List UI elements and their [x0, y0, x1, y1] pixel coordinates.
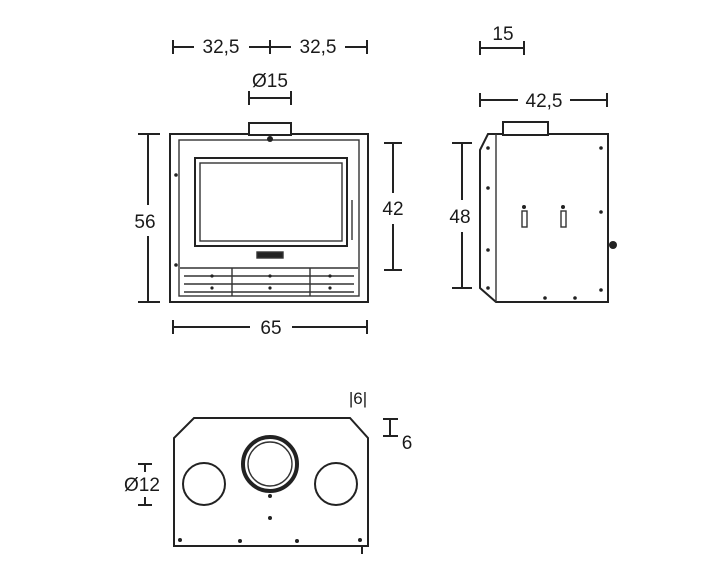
dim-front-inner-height [384, 142, 402, 271]
front-flue-collar [248, 122, 292, 136]
front-glass-window [194, 157, 348, 247]
dim-flue-offset-label: 15 [492, 24, 513, 45]
dim-front-total-width [172, 320, 368, 334]
top-screws [178, 494, 362, 543]
side-control-knob [609, 241, 617, 249]
dim-side-height [452, 142, 472, 289]
side-body-outline [479, 133, 609, 303]
dim-front-flue [248, 91, 292, 105]
side-flue-collar [502, 121, 549, 136]
top-flue-outer [241, 435, 299, 493]
dim-side-depth [479, 93, 608, 107]
dim-depth-label: 42,5 [526, 91, 563, 112]
side-air-slot-right [560, 210, 567, 228]
dim-front-total-height [138, 133, 160, 303]
dim-top-edge-offset [383, 418, 398, 437]
dim-front-top-width [172, 40, 368, 54]
dim-side-height-label: 48 [449, 207, 470, 228]
side-view: 15 42,5 48 [449, 24, 617, 303]
top-view: |6| 6 Ø12 [124, 389, 412, 554]
side-slot-dot-right [561, 205, 565, 209]
dim-flue-diameter-label: Ø15 [252, 71, 288, 92]
dim-side-hole-diameter-label: Ø12 [124, 475, 160, 496]
front-screw-left-bottom [174, 263, 178, 267]
top-body-outline [173, 417, 369, 547]
dim-side-flue-offset [479, 41, 525, 55]
front-air-grate [180, 267, 358, 296]
front-view: 32,5 32,5 Ø15 56 42 [134, 37, 403, 339]
door-handle [256, 251, 284, 259]
dim-width-total-label: 65 [260, 318, 281, 339]
dim-height-inner-label: 42 [382, 199, 403, 220]
top-flue-inner [247, 441, 293, 487]
dim-width-right-label: 32,5 [300, 37, 337, 58]
dim-edge-offset-label: 6 [402, 433, 413, 454]
dim-width-left-label: 32,5 [203, 37, 240, 58]
front-screw-left-top [174, 173, 178, 177]
side-slot-dot-left [522, 205, 526, 209]
side-screws [486, 146, 603, 300]
side-air-slot-left [521, 210, 528, 228]
top-side-hole-left [182, 462, 226, 506]
dim-top-side-hole [138, 463, 152, 506]
front-body-outline [169, 133, 369, 303]
dim-wall-offset-label: |6| [349, 389, 367, 408]
top-side-hole-right [314, 462, 358, 506]
dim-height-total-label: 56 [134, 212, 155, 233]
front-flue-bolt [267, 136, 273, 142]
front-glass-inner [199, 162, 343, 242]
